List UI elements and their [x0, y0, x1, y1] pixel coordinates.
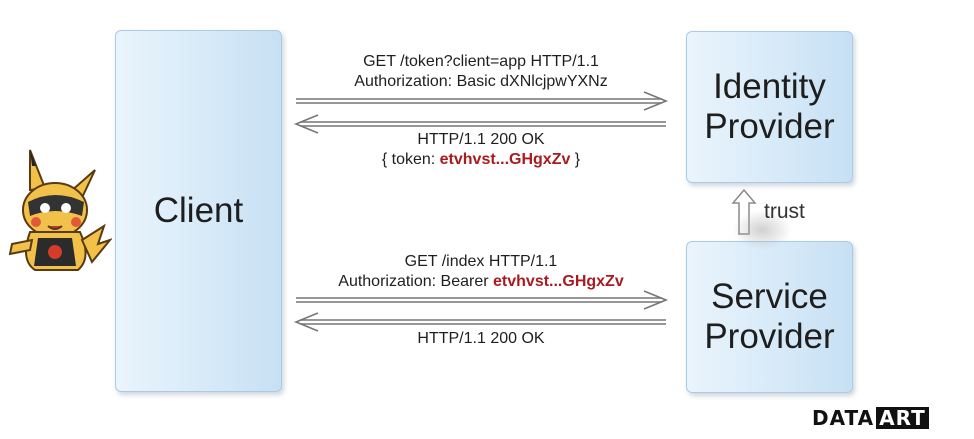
response-token-label: HTTP/1.1 200 OK { token: etvhvst...GHgxZ…: [296, 130, 666, 170]
service-provider-label-line1: Service: [711, 277, 828, 316]
logo-part-art: ART: [876, 407, 929, 429]
client-label: Client: [153, 191, 244, 230]
logo-part-data: DATA: [812, 406, 875, 430]
pikachu-mascot-image: [8, 149, 112, 271]
response-token-body-suffix: }: [570, 151, 581, 168]
response-token-body-prefix: { token:: [381, 151, 440, 168]
request-token-line: GET /token?client=app HTTP/1.1: [363, 53, 599, 70]
trust-shadow: [732, 210, 792, 250]
service-provider-box: Service Provider: [686, 241, 853, 393]
request-index-arrow: [296, 290, 669, 310]
bearer-token-value: etvhvst...GHgxZv: [493, 273, 624, 290]
request-token-label: GET /token?client=app HTTP/1.1 Authoriza…: [296, 52, 666, 92]
response-token-status: HTTP/1.1 200 OK: [417, 131, 545, 148]
service-provider-label-line2: Provider: [704, 317, 835, 356]
response-token-body: { token: etvhvst...GHgxZv }: [296, 150, 666, 170]
client-box: Client: [115, 30, 282, 392]
response-index-label: HTTP/1.1 200 OK: [296, 329, 666, 349]
trust-label: trust: [764, 200, 805, 223]
request-index-auth-line: Authorization: Bearer etvhvst...GHgxZv: [296, 272, 666, 292]
request-token-auth-line: Authorization: Basic dXNlcjpwYXNz: [354, 73, 608, 90]
request-token-arrow: [296, 91, 669, 111]
identity-provider-label-line2: Provider: [704, 107, 835, 146]
request-index-line: GET /index HTTP/1.1: [404, 253, 558, 270]
response-token-arrow: [293, 114, 666, 134]
identity-provider-label-line1: Identity: [713, 67, 826, 106]
identity-provider-box: Identity Provider: [686, 31, 853, 183]
token-value: etvhvst...GHgxZv: [439, 151, 571, 168]
response-index-status: HTTP/1.1 200 OK: [417, 330, 545, 347]
request-index-auth-prefix: Authorization: Bearer: [338, 273, 494, 290]
request-index-label: GET /index HTTP/1.1 Authorization: Beare…: [296, 252, 666, 292]
response-index-arrow: [293, 312, 666, 332]
